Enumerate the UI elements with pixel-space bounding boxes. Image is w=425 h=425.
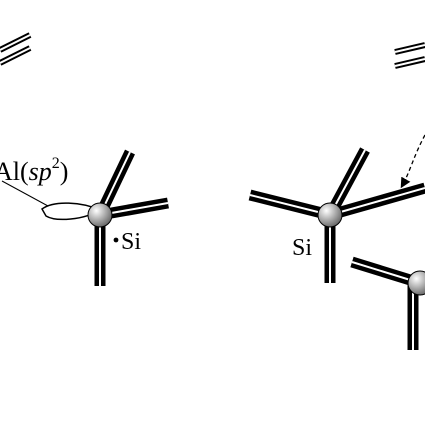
right-si-atom	[317, 202, 343, 228]
dangling-bond-dot	[113, 237, 119, 243]
partial-bond-top-left	[0, 32, 32, 66]
left-fragment: Al(sp2) Si	[0, 32, 169, 286]
al-pointer-line	[1, 180, 49, 207]
lower-right-atom	[407, 270, 425, 296]
si-dangling-label: Si	[121, 229, 141, 255]
left-si-atom	[87, 202, 113, 228]
bond-right-si-to-left	[248, 189, 332, 221]
right-fragment: Si	[248, 42, 425, 350]
transfer-arrow	[400, 134, 425, 189]
partial-bond-top-right	[394, 42, 425, 69]
si-right-label: Si	[292, 235, 312, 261]
bond-right-si-to-right	[328, 182, 425, 221]
al-sp2-label: Al(sp2)	[0, 155, 68, 186]
